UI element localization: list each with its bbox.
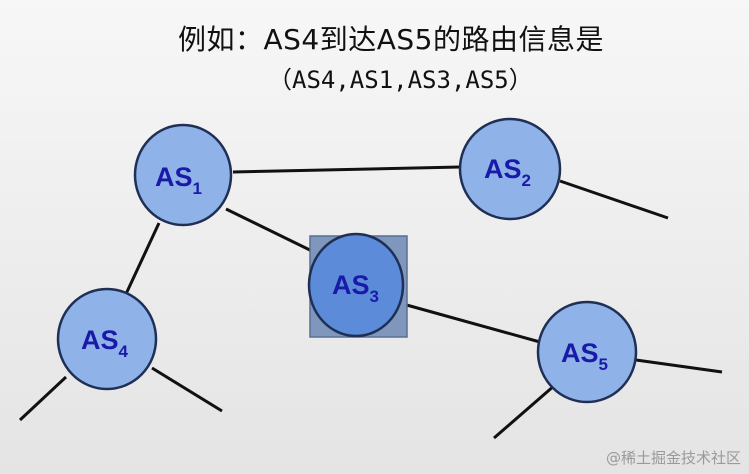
- node-as2-subscript: 2: [522, 171, 531, 190]
- node-as5-circle: [536, 300, 638, 404]
- edge-as1-as3: [225, 207, 319, 256]
- edge-as5-external-bottom: [493, 383, 556, 440]
- edge-as4-external-right: [151, 366, 223, 413]
- node-as2: AS2: [458, 117, 562, 221]
- node-as5-subscript: 5: [599, 355, 608, 374]
- node-as2-label: AS2: [484, 154, 531, 190]
- node-as3-label: AS3: [332, 270, 379, 306]
- node-as3-name: AS: [332, 270, 370, 300]
- node-as1-subscript: 1: [193, 179, 202, 198]
- edge-as1-as2: [232, 165, 461, 174]
- node-as4: AS4: [56, 287, 158, 391]
- node-as3-subscript: 3: [370, 287, 379, 306]
- edge-as2-external: [559, 179, 669, 220]
- node-as4-name: AS: [81, 325, 119, 355]
- node-as3-circle: [307, 232, 405, 338]
- node-as4-label: AS4: [81, 325, 129, 361]
- node-as1-name: AS: [155, 162, 193, 192]
- diagram-title: 例如：AS4到达AS5的路由信息是: [178, 23, 604, 56]
- edge-as5-external-right: [635, 358, 723, 374]
- edges: [18, 165, 723, 440]
- node-as2-name: AS: [484, 154, 522, 184]
- node-as1-label: AS1: [155, 162, 202, 198]
- node-as3: AS3: [307, 232, 405, 338]
- node-as1-circle: [133, 123, 233, 227]
- node-as5-label: AS5: [561, 338, 608, 374]
- node-as2-circle: [458, 117, 562, 221]
- node-as5: AS5: [536, 300, 638, 404]
- node-as1: AS1: [133, 123, 233, 227]
- watermark: @稀土掘金技术社区: [605, 449, 741, 467]
- edge-as1-as4: [124, 222, 161, 295]
- route-path-text: （AS4,AS1,AS3,AS5）: [268, 66, 533, 94]
- node-as5-name: AS: [561, 338, 599, 368]
- node-as4-subscript: 4: [119, 342, 129, 361]
- node-as4-circle: [56, 287, 158, 391]
- edge-as4-external-left: [18, 375, 68, 422]
- edge-as3-as5: [402, 302, 541, 344]
